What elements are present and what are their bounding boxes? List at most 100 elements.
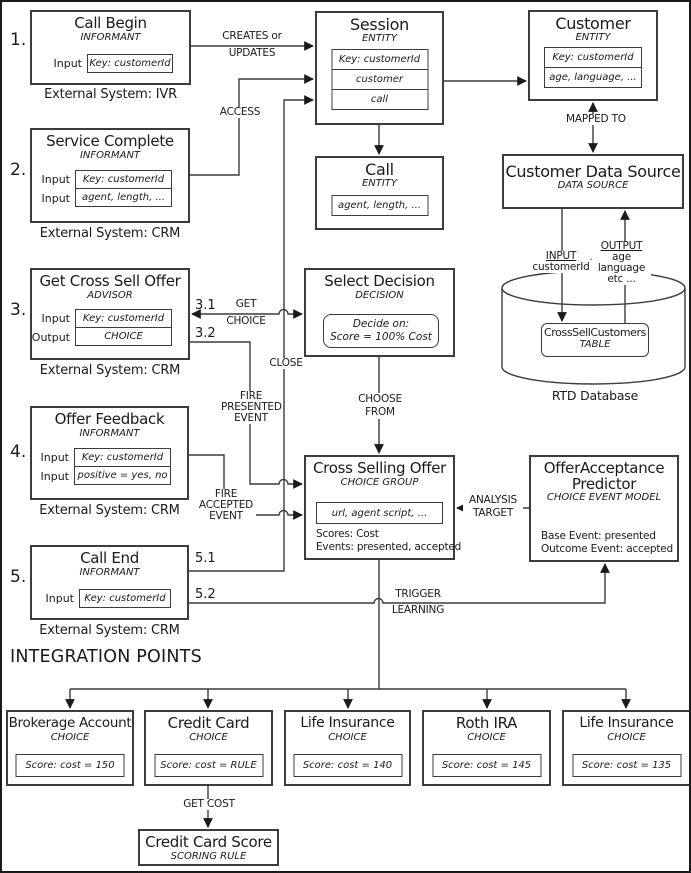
credit-card-score-rule-box: Credit Card Score SCORING RULE [138, 829, 279, 866]
predictor-title-line2: Predictor [571, 475, 637, 493]
life-insurance-1-score: Score: cost = 140 [293, 754, 402, 777]
get-cross-sell-offer-subtitle: ADVISOR [87, 290, 133, 301]
roth-ira-choice-box: Roth IRA CHOICE Score: cost = 145 [422, 710, 551, 786]
customer-title: Customer [555, 14, 631, 33]
session-entity-box: Session ENTITY Key: customerId customer … [315, 11, 444, 125]
db-output-label: OUTPUT age language etc ... [592, 241, 651, 285]
scores-line: Scores: Cost [316, 528, 379, 540]
predictor-title-line1: OfferAcceptance [543, 459, 665, 477]
input-value: positive = yes, no [74, 466, 171, 485]
brokerage-account-title: Brokerage Account [8, 715, 132, 731]
get-cross-sell-offer-box: Get Cross Sell Offer ADVISOR Input Key: … [30, 268, 190, 360]
customer-subtitle: ENTITY [575, 32, 611, 43]
call-end-title: Call End [80, 549, 139, 567]
cross-selling-offer-title: Cross Selling Offer [313, 459, 446, 477]
customer-data-source-box: Customer Data Source DATA SOURCE [502, 154, 684, 209]
step-number-3: 3. [10, 300, 27, 320]
input-value: Key: customerId [87, 54, 173, 73]
table-title: CrossSellCustomers [544, 326, 646, 339]
mapped-to-label: MAPPED TO [565, 113, 626, 125]
customer-data-source-title: Customer Data Source [505, 162, 681, 181]
call-attrs-row: agent, length, ... [331, 195, 428, 216]
output-value: CHOICE [75, 327, 172, 346]
db-output-value-language: language [597, 262, 646, 274]
step-number-1: 1. [10, 30, 27, 50]
creates-updates-label-line2: UPDATES [228, 47, 276, 59]
select-decision-title: Select Decision [324, 272, 435, 290]
external-system-crm: External System: CRM [39, 623, 180, 638]
get-choice-label-line2: CHOICE [226, 315, 266, 327]
external-system-ivr: External System: IVR [44, 87, 177, 102]
analysis-target-line2: TARGET [472, 507, 514, 519]
edge-number-5-2: 5.2 [195, 587, 216, 602]
get-cross-sell-offer-title: Get Cross Sell Offer [39, 272, 181, 290]
db-input-title: INPUT [545, 250, 577, 262]
call-entity-box: Call ENTITY agent, length, ... [315, 156, 444, 230]
credit-card-score-value: Score: cost = RULE [154, 754, 263, 777]
cross-selling-offer-subtitle: CHOICE GROUP [340, 477, 419, 488]
input-value: Key: customerId [74, 448, 171, 467]
events-line: Events: presented, accepted [316, 541, 462, 553]
edge-number-3-1: 3.1 [195, 298, 216, 313]
call-end-box: Call End INFORMANT Input Key: customerId [30, 545, 189, 620]
credit-card-score-subtitle: SCORING RULE [170, 851, 247, 862]
call-entity-title: Call [365, 160, 394, 179]
decide-on-line1: Decide on: [352, 318, 410, 330]
creates-updates-label-line1: CREATES or [222, 30, 282, 42]
fire-accepted-line1: FIRE [214, 488, 238, 500]
table-subtitle: TABLE [579, 339, 611, 350]
input-label: Input [41, 191, 70, 205]
step-number-2: 2. [10, 160, 27, 180]
select-decision-box: Select Decision DECISION Decide on: Scor… [304, 268, 455, 357]
analysis-target-label: ANALYSIS TARGET [463, 494, 523, 520]
offer-feedback-box: Offer Feedback INFORMANT Input Key: cust… [30, 406, 189, 500]
decide-on-line2: Score = 100% Cost [330, 331, 432, 343]
external-system-crm: External System: CRM [39, 503, 180, 518]
session-subtitle: ENTITY [361, 33, 398, 44]
step-number-5: 5. [10, 567, 27, 587]
edge-fire-presented [190, 341, 303, 489]
access-label: ACCESS [216, 107, 264, 118]
cross-selling-offer-box: Cross Selling Offer CHOICE GROUP url, ag… [304, 455, 461, 560]
life-insurance-2-subtitle: CHOICE [607, 732, 646, 743]
input-value: Key: customerId [79, 589, 171, 608]
call-begin-box: Call Begin INFORMANT Input Key: customer… [30, 10, 191, 85]
db-output-value-age: age [612, 251, 631, 263]
offer-feedback-title: Offer Feedback [54, 410, 165, 428]
session-customer-row: customer [331, 69, 428, 90]
input-label: Input [40, 451, 69, 464]
choice-attributes: url, agent script, ... [316, 502, 443, 524]
credit-card-title: Credit Card [167, 714, 250, 732]
brokerage-account-subtitle: CHOICE [50, 732, 90, 743]
credit-card-choice-box: Credit Card CHOICE Score: cost = RULE [144, 710, 273, 786]
fire-presented-line1: FIRE [239, 390, 263, 402]
close-label: CLOSE [262, 358, 310, 369]
edge-number-3-2: 3.2 [195, 326, 216, 341]
cross-sell-customers-table-box: CrossSellCustomers TABLE [541, 323, 649, 357]
choose-from-line2: FROM [365, 406, 395, 418]
roth-ira-subtitle: CHOICE [467, 732, 506, 743]
analysis-target-line1: ANALYSIS [469, 494, 517, 506]
session-title: Session [350, 15, 409, 34]
input-label: Input [53, 57, 82, 70]
input-label: Input [40, 469, 69, 483]
brokerage-account-score: Score: cost = 150 [15, 754, 125, 777]
call-entity-subtitle: ENTITY [361, 178, 398, 189]
edge-get-choice [191, 308, 303, 319]
fire-accepted-event-label: FIRE ACCEPTED EVENT [196, 489, 256, 522]
choose-from-line1: CHOOSE [358, 393, 402, 405]
edge-access [190, 74, 314, 176]
life-insurance-2-choice-box: Life Insurance CHOICE Score: cost = 135 [562, 710, 689, 786]
credit-card-score-title: Credit Card Score [145, 833, 272, 851]
customer-key-row: Key: customerId [544, 47, 642, 68]
external-system-crm: External System: CRM [39, 226, 181, 241]
call-begin-title: Call Begin [74, 14, 147, 32]
call-begin-subtitle: INFORMANT [80, 32, 141, 43]
get-cost-label: GET COST [180, 799, 238, 810]
life-insurance-2-title: Life Insurance [579, 715, 674, 731]
roth-ira-score: Score: cost = 145 [432, 754, 541, 777]
fire-presented-line2: PRESENTED [221, 401, 282, 413]
life-insurance-2-score: Score: cost = 135 [572, 754, 681, 777]
life-insurance-1-title: Life Insurance [300, 715, 395, 731]
